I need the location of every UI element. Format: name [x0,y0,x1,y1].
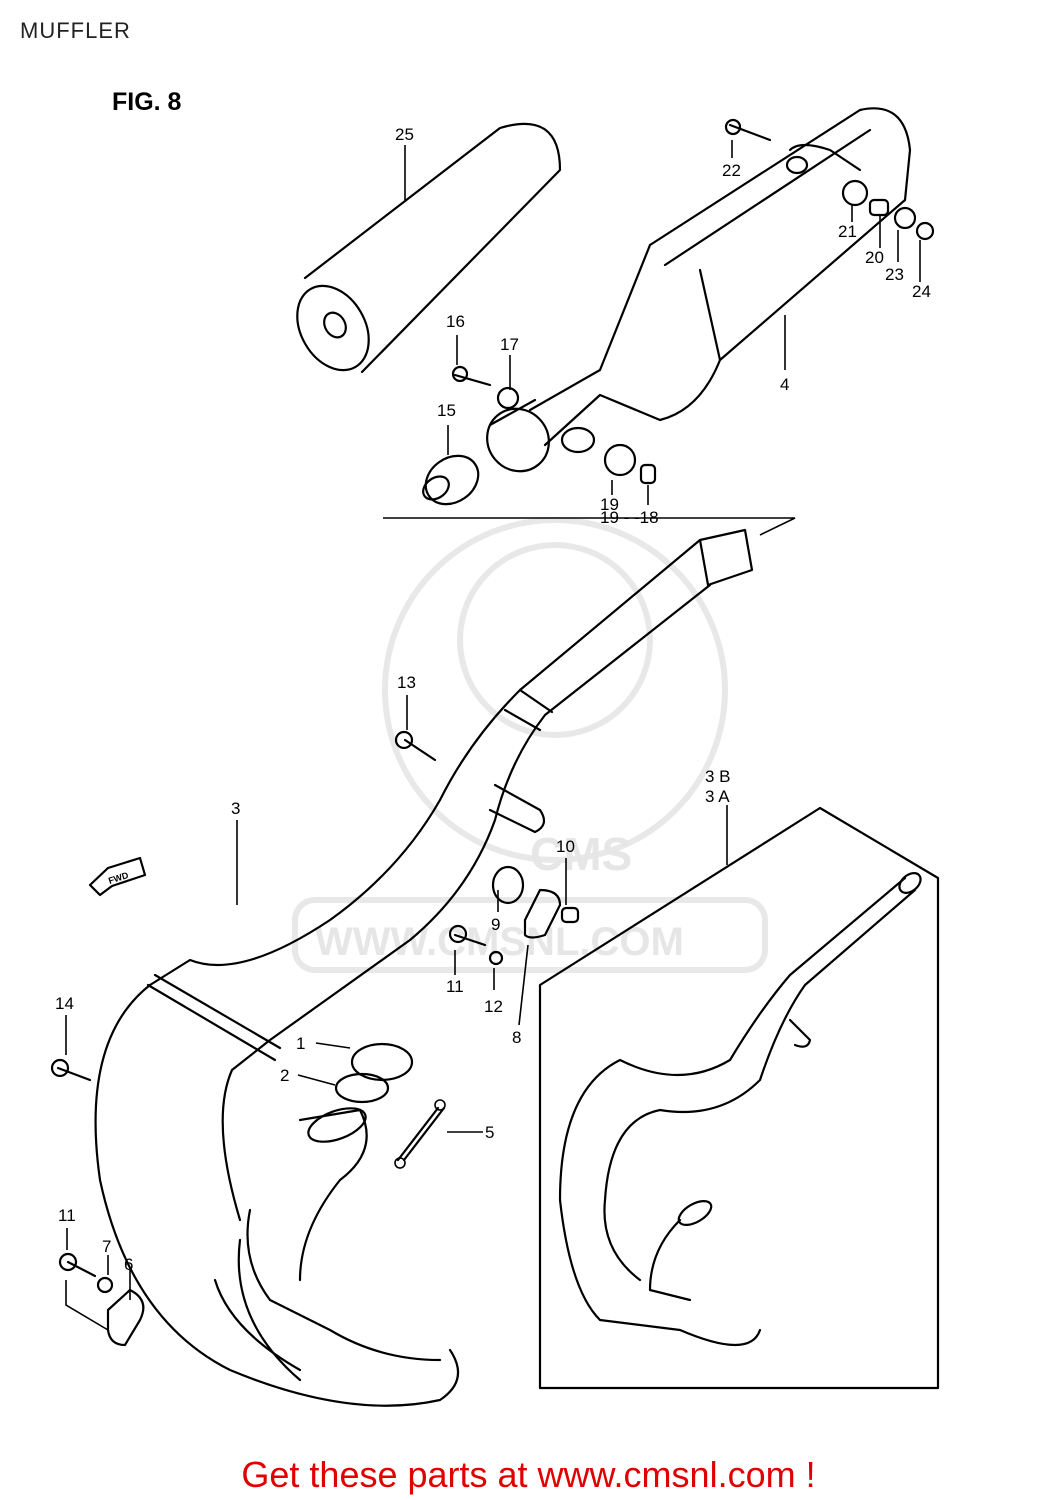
callout-15: 15 [437,401,456,420]
callout-2: 2 [280,1066,289,1085]
callout-25: 25 [395,125,414,144]
callout-21: 21 [838,222,857,241]
callout-23: 23 [885,265,904,284]
page-title: MUFFLER [20,18,131,43]
callout-14: 14 [55,994,74,1013]
fwd-arrow-icon: FWD [88,856,147,897]
part-25-muffler-cover [296,122,562,374]
watermark: CMS WWW.CMSNL.COM [292,517,768,973]
callout-3a: 3 A [705,787,730,806]
watermark-logo-text: CMS [530,828,632,880]
callout-11b: 11 [58,1206,76,1225]
callout-7: 7 [102,1237,111,1256]
part-3-exhaust-pipe [94,528,754,1407]
callout-11a: 11 [446,977,464,996]
callout-9: 9 [491,915,500,934]
callout-3: 3 [231,799,240,818]
callout-8: 8 [512,1028,521,1047]
callout-1: 1 [296,1034,305,1053]
callout-13: 13 [397,673,416,692]
callout-12: 12 [484,997,503,1016]
footer-cta-link[interactable]: Get these parts at www.cmsnl.com ! [241,1454,816,1495]
callout-5: 5 [485,1123,494,1142]
callout-6: 6 [124,1255,133,1274]
callout-24: 24 [912,282,931,301]
callout-22: 22 [722,161,741,180]
callout-17: 17 [500,335,519,354]
callout-19-18: 19 - -18 [600,508,659,527]
callout-3b: 3 B [705,767,731,786]
callout-19: 19 [600,495,619,514]
callout-20: 20 [865,248,884,267]
part-4-silencer [486,107,912,473]
figure-label: FIG. 8 [112,88,182,116]
muffler-parts-diagram: CMS WWW.CMSNL.COM FIG. 8 [50,88,940,1407]
callout-4: 4 [780,375,789,394]
callout-labels: 25 22 21 20 23 24 16 17 4 15 19 19 - -18… [55,125,931,1274]
watermark-text: WWW.CMSNL.COM [315,920,684,964]
callout-16: 16 [446,312,465,331]
exhaust-hardware [50,695,580,1347]
callout-10: 10 [556,837,575,856]
inset-pipe-variants [538,805,940,1390]
silencer-hardware [383,118,935,536]
